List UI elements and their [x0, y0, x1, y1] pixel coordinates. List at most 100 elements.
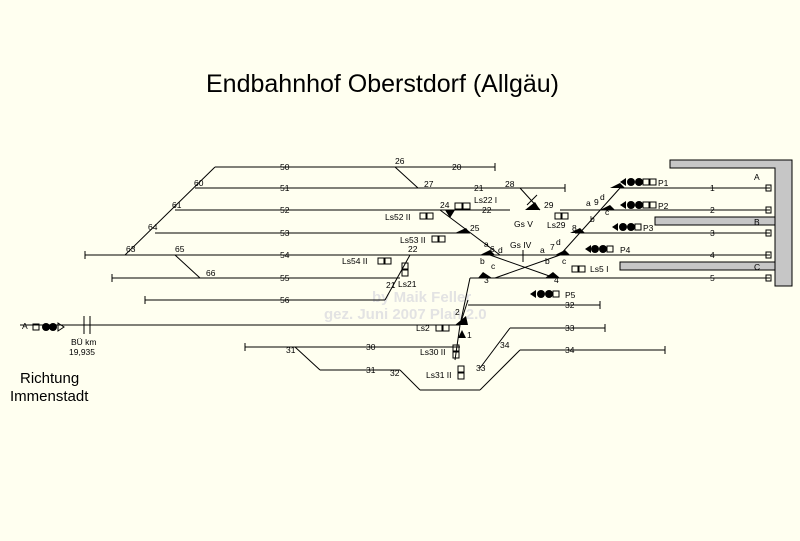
locomotive-icon — [612, 223, 642, 231]
switch-label: 33 — [476, 363, 486, 373]
signal-label: Ls30 II — [420, 347, 446, 357]
platform-c-label: C — [754, 262, 760, 272]
signal-icon — [454, 202, 471, 210]
watermark-line-1: by Maik Feller — [372, 289, 471, 306]
switch-label: 28 — [505, 179, 515, 189]
switch-label: 34 — [500, 340, 510, 350]
switch-label: 27 — [424, 179, 434, 189]
track-label: 53 — [280, 228, 290, 238]
track-label: 56 — [280, 295, 290, 305]
signal-label: Ls54 II — [342, 256, 368, 266]
switch-icon — [478, 272, 492, 278]
locomotive-icon — [530, 290, 560, 298]
switch-letter: a — [586, 198, 591, 208]
track-label: 4 — [710, 250, 715, 260]
switch-label: 31 — [286, 345, 296, 355]
track-label: 34 — [565, 345, 575, 355]
switch-label: 64 — [148, 222, 158, 232]
switch-label: 24 — [440, 200, 450, 210]
shunting-limit-label: Gs IV — [510, 240, 532, 250]
switch-letter: c — [562, 256, 567, 266]
locomotive-icon — [620, 201, 657, 209]
switch-icon — [570, 228, 585, 233]
track-label: 30 — [366, 342, 376, 352]
switch-label: 2 — [455, 307, 460, 317]
signal-icon — [435, 324, 450, 332]
switch-icon — [455, 316, 468, 325]
signal-label: Ls5 I — [590, 264, 608, 274]
switch-icon — [455, 228, 470, 233]
shunting-limit-gs-v — [526, 194, 538, 206]
switch-icon — [555, 250, 570, 255]
signal-label: P2 — [658, 201, 669, 211]
switch-icon — [545, 272, 560, 278]
signal-label: P5 — [565, 290, 576, 300]
switch-label: 66 — [206, 268, 216, 278]
signal-label: P1 — [658, 178, 669, 188]
switch-letter: b — [590, 214, 595, 224]
signal-label: Ls52 II — [385, 212, 411, 222]
signal-label: A — [22, 321, 28, 331]
switch-letters: a b c d a b c d a b c d — [480, 192, 610, 271]
switch-label: 6 — [490, 244, 495, 254]
switch-letter: c — [491, 261, 496, 271]
switch-icon — [480, 250, 495, 255]
track-label: 1 — [710, 183, 715, 193]
switch-32-link — [399, 369, 421, 391]
switch-icon — [525, 202, 540, 210]
switch-label: 60 — [194, 178, 204, 188]
switch-label: 32 — [390, 368, 400, 378]
signal-labels: Ls22 I Ls52 II Ls29 Ls53 II Ls54 II Ls21… — [22, 178, 669, 380]
switch-1-link — [454, 324, 461, 361]
signal-label: P3 — [643, 223, 654, 233]
platform-group: A B C — [619, 159, 793, 287]
switch-labels: 26 27 28 29 60 61 64 63 65 66 24 25 6 7 … — [126, 156, 599, 378]
switch-26-27-link — [394, 166, 419, 189]
switch-label: 61 — [172, 200, 182, 210]
switch-label: 21 — [386, 280, 396, 290]
switch-label: 3 — [484, 275, 489, 285]
locomotive-icon — [620, 178, 657, 186]
signal-label: Ls2 — [416, 323, 430, 333]
switch-65-66-link — [174, 254, 201, 279]
track-label: 54 — [280, 250, 290, 260]
signal-label: Ls31 II — [426, 370, 452, 380]
track-label: 22 — [482, 205, 492, 215]
station-building — [669, 159, 793, 287]
switch-31-link — [294, 346, 321, 371]
switch-letter: a — [484, 239, 489, 249]
platform-c — [619, 261, 776, 271]
shunting-limit-label: Gs V — [514, 219, 533, 229]
switch-markers — [445, 183, 625, 338]
platform-a-label: A — [754, 172, 760, 182]
track-label: 2 — [710, 205, 715, 215]
signal-label: Ls29 — [547, 220, 566, 230]
signal-icon — [401, 262, 409, 277]
switch-icon — [610, 183, 625, 188]
buffer-stop-3 — [765, 229, 772, 237]
buffer-stop-1 — [765, 184, 772, 192]
signal-icon — [377, 257, 392, 265]
signal-label: Ls21 — [398, 279, 417, 289]
switch-letter: d — [556, 237, 561, 247]
track-label: 21 — [474, 183, 484, 193]
switch-letter: d — [600, 192, 605, 202]
switch-label: 26 — [395, 156, 405, 166]
switch-label: 25 — [470, 223, 480, 233]
signal-icon — [452, 344, 460, 359]
track-label: 20 — [452, 162, 462, 172]
switch-2-3-link — [459, 277, 471, 326]
signal-label: P4 — [620, 245, 631, 255]
switch-33-link — [479, 349, 521, 391]
switch-label: 4 — [554, 275, 559, 285]
signal-icon — [419, 212, 434, 220]
signal-icon — [554, 212, 569, 220]
buffer-stop-5 — [765, 274, 772, 282]
track-label: 52 — [280, 205, 290, 215]
tracks — [20, 163, 772, 391]
track-labels: 50 20 51 21 52 22 53 54 55 56 30 31 32 3… — [280, 162, 715, 375]
switch-letter: d — [498, 245, 503, 255]
switch-label: 1 — [467, 330, 472, 340]
watermark-line-2: gez. Juni 2007 Plan 2.0 — [324, 306, 487, 323]
track-label: 51 — [280, 183, 290, 193]
